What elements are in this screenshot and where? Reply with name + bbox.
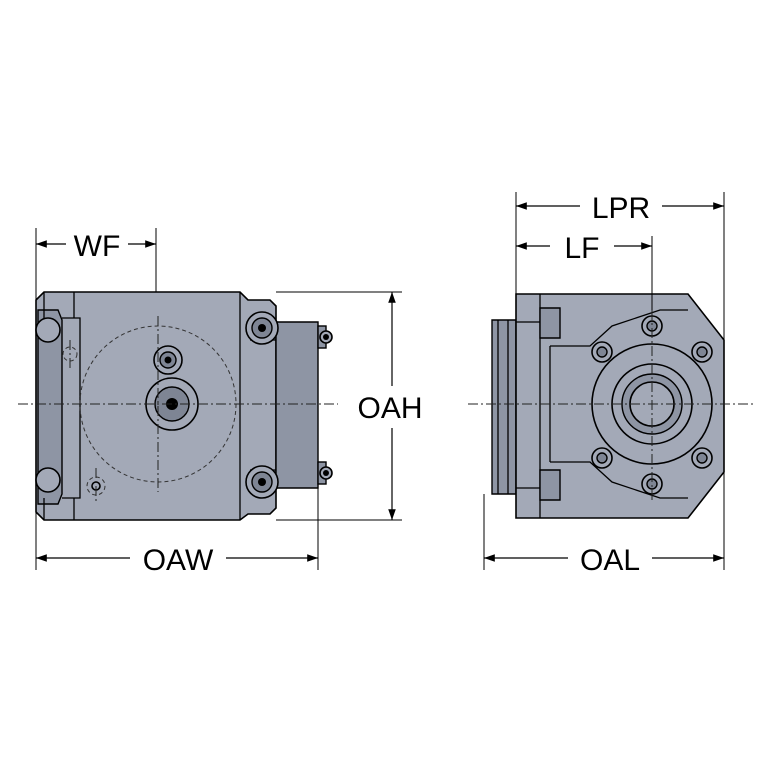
dimension-oal: OAL: [483, 472, 725, 577]
lf-label: LF: [564, 232, 599, 265]
front-view-right-block: [275, 321, 319, 489]
dimension-lpr: LPR: [515, 192, 725, 340]
lpr-label: LPR: [592, 192, 650, 225]
side-view-bolt: [591, 447, 613, 469]
oah-label: OAH: [357, 392, 422, 425]
front-view: [18, 291, 338, 521]
side-view-bolt: [591, 341, 613, 363]
front-view-bolt-bottom-right: [245, 465, 279, 499]
dimension-lf: LF: [516, 232, 653, 310]
dimension-oaw: OAW: [35, 488, 319, 577]
wf-label: WF: [74, 230, 121, 263]
side-view-bolt: [691, 447, 713, 469]
front-view-screw-upper: [153, 345, 183, 375]
side-view-flange: [491, 319, 517, 495]
oal-label: OAL: [580, 544, 640, 577]
side-view-bolt: [691, 341, 713, 363]
oaw-label: OAW: [143, 544, 214, 577]
front-view-clamp-bar: [37, 309, 63, 505]
dimension-wf: WF: [35, 228, 157, 300]
side-view: [468, 293, 756, 519]
front-view-bolt-top-right: [245, 311, 279, 345]
dimension-oah: OAH: [276, 291, 423, 521]
